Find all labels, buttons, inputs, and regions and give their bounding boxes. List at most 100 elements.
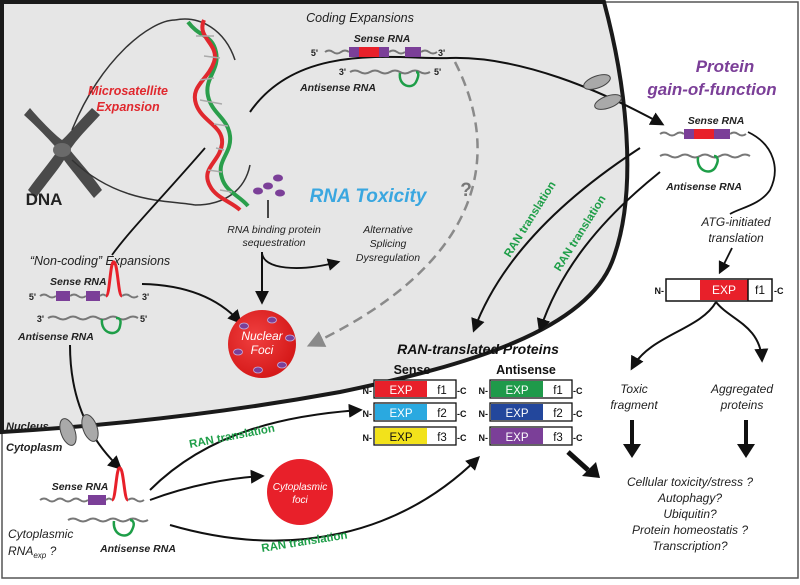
noncoding-expansions-label: “Non-coding” Expansions: [30, 254, 170, 268]
microsatellite-label-2: Expansion: [96, 100, 160, 114]
microsatellite-label: Microsatellite: [88, 84, 168, 98]
cyto-antisense-ran-arrow: [169, 456, 480, 542]
outcome-item: Ubiquitin?: [663, 507, 717, 521]
nucleus-label: Nucleus: [6, 421, 49, 433]
chromosome-icon: [24, 108, 102, 198]
cyto-sense-label: Sense RNA: [52, 481, 109, 493]
three-prime-label: 3': [37, 314, 44, 324]
atg-to-aggregated-arrow: [715, 301, 769, 363]
cytoplasmic-foci-label-2: foci: [292, 495, 308, 506]
cyto-rna-label: Cytoplasmic: [8, 527, 73, 541]
dna-loop-line: [174, 18, 236, 61]
proteins-to-outcomes-arrow: [566, 450, 590, 472]
nuclear-pore-icon: [59, 74, 622, 446]
three-prime-label: 3': [339, 67, 346, 77]
five-prime-label: 5': [311, 48, 318, 58]
nucleus-region: [0, 0, 630, 435]
atg-to-toxic-arrow: [630, 301, 717, 371]
cyto-coding-sense-label: Sense RNA: [688, 115, 745, 127]
antisense-frame-label: f2: [553, 408, 563, 420]
cyto-sense-ran-arrow: [149, 403, 363, 491]
c-terminus-label: -C: [573, 409, 583, 419]
five-prime-label: 5': [29, 292, 36, 302]
antisense-frame-label: f3: [553, 432, 563, 444]
dashed-arrow: [306, 61, 479, 347]
cytoplasm-label: Cytoplasm: [6, 442, 62, 454]
antisense-frame-label: f1: [553, 385, 563, 397]
outcome-item: Cellular toxicity/stress ?: [627, 475, 753, 489]
cyto-sense-rna-icon: [39, 466, 145, 505]
sense-protein-f3: [373, 426, 457, 446]
aggregated-down-arrowhead: [737, 444, 755, 458]
noncoding-antisense-label: Antisense RNA: [17, 331, 94, 343]
protein-gof-label-2: gain-of-function: [646, 80, 776, 99]
atg-label-2: translation: [708, 231, 764, 245]
atg-frame-label: f1: [755, 283, 765, 297]
alt-splicing-label: Alternative: [362, 224, 413, 236]
five-prime-label: 5': [434, 67, 441, 77]
sense-exp-label: EXP: [389, 385, 412, 397]
chromosome-to-noncoding-line: [111, 147, 206, 256]
antisense-protein-f2: [489, 402, 573, 422]
noncoding-antisense-rna-icon: [47, 315, 139, 335]
rbp-label: RNA binding protein: [227, 224, 321, 236]
n-terminus-label: N-: [363, 409, 373, 419]
rna-binding-protein-icon: [253, 174, 285, 197]
antisense-exp-label: EXP: [505, 385, 528, 397]
noncoding-to-foci-arrow: [141, 283, 242, 325]
atg-arrow: [718, 247, 733, 275]
coding-expansions-label: Coding Expansions: [306, 11, 414, 25]
cyto-rna-question: ?: [46, 544, 56, 558]
dna-label: DNA: [26, 190, 63, 209]
rbp-label-2: sequestration: [242, 237, 305, 249]
ran-proteins-title: RAN-translated Proteins: [397, 341, 559, 357]
c-terminus-label: -C: [573, 386, 583, 396]
sense-frame-label: f2: [437, 408, 447, 420]
sense-header: Sense: [394, 363, 431, 377]
dna-loop-line: [71, 159, 196, 206]
n-terminus-label: N-: [655, 286, 665, 296]
cyto-rna-subscript: exp: [33, 551, 46, 560]
toxic-down-arrowhead: [623, 444, 641, 458]
n-terminus-label: N-: [363, 433, 373, 443]
cyto-coding-antisense-label: Antisense RNA: [665, 181, 742, 193]
cyto-coding-sense-rna-icon: [659, 129, 747, 139]
noncoding-sense-label: Sense RNA: [50, 276, 107, 288]
cyto-rna-label-2: RNAexp ?: [8, 544, 57, 560]
antisense-header: Antisense: [496, 363, 556, 377]
antisense-protein-f3: [489, 426, 573, 446]
proteins-to-outcomes-arrowhead: [582, 462, 600, 478]
sense-exp-label: EXP: [389, 408, 412, 420]
nuclear-foci-label-2: Foci: [251, 343, 274, 357]
question-mark: ?: [460, 180, 472, 201]
n-terminus-label: N-: [363, 386, 373, 396]
ran-arrow-sense: [471, 147, 641, 333]
aggregated-label: Aggregated: [710, 382, 773, 396]
three-prime-label: 3': [438, 48, 445, 58]
cyto-antisense-rna-icon: [67, 517, 149, 537]
coding-sense-rna-icon: [324, 47, 438, 57]
alt-splicing-label-2: Splicing: [370, 238, 407, 250]
rna-toxicity-label: RNA Toxicity: [310, 186, 428, 207]
alt-splicing-label-3: Dysregulation: [356, 252, 420, 264]
atg-label: ATG-initiated: [700, 215, 770, 229]
sense-frame-label: f1: [437, 385, 447, 397]
outcome-item: Transcription?: [652, 539, 727, 553]
c-terminus-label: -C: [774, 286, 784, 296]
antisense-protein-f1: [489, 379, 573, 399]
nuclear-foci-icon: [228, 310, 296, 378]
ran-arrow-antisense: [536, 171, 661, 333]
toxic-fragment-label: Toxic: [620, 382, 648, 396]
cytoplasmic-foci-label: Cytoplasmic: [273, 482, 327, 493]
c-terminus-label: -C: [457, 433, 467, 443]
three-prime-label: 3': [142, 292, 149, 302]
nuclear-foci-label: Nuclear: [241, 329, 283, 343]
five-prime-label: 5': [140, 314, 147, 324]
coding-sense-label: Sense RNA: [354, 33, 411, 45]
c-terminus-label: -C: [573, 433, 583, 443]
sense-protein-f2: [373, 402, 457, 422]
dna-helix-icon: [186, 19, 250, 212]
sense-to-atg-line: [729, 131, 776, 215]
